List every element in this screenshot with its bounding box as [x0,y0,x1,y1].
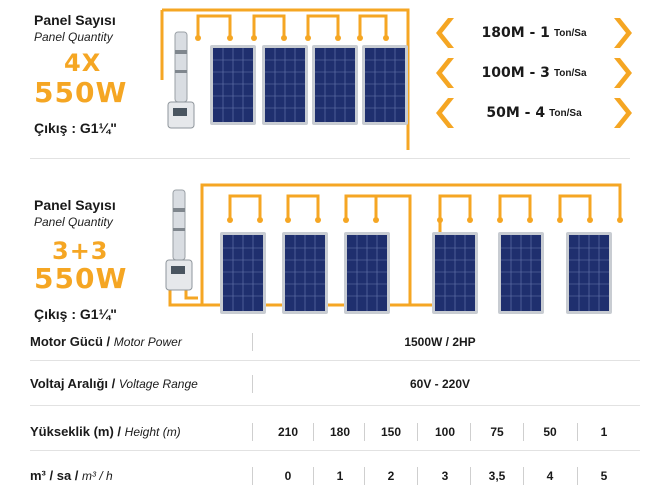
height-value: 1 [600,425,608,439]
submersible-pump-icon [165,189,193,291]
flow-rate-label: m³ / sa / m³ / h [30,468,113,483]
solar-panel-icon [344,232,390,314]
column-separator [252,375,253,393]
row-divider [30,360,640,361]
column-separator [523,467,524,485]
flow-badge-unit: Ton/Sa [553,27,587,39]
flow-badge-head: 100M - 3 [481,65,550,81]
solar-panel-icon [312,45,358,125]
column-separator [417,423,418,441]
flow-value: 3 [441,469,449,483]
column-separator [470,467,471,485]
column-separator [364,467,365,485]
flow-badge-head: 180M - 1 [481,25,550,41]
chevron-left-icon [436,98,454,128]
chevron-right-icon [614,98,632,128]
bottom-panel-power: 550W [34,262,128,295]
chevron-left-icon [436,18,454,48]
column-separator [313,423,314,441]
motor-power-value: 1500W / 2HP [404,335,476,349]
column-separator [252,333,253,351]
height-value: 100 [434,425,456,439]
solar-panel-icon [566,232,612,314]
chevron-right-icon [614,18,632,48]
bottom-panel-count: 3+3 [52,237,109,265]
flow-value: 3,5 [488,469,506,483]
top-panel-count-title: Panel Sayısı [34,12,116,28]
solar-panel-icon [262,45,308,125]
top-outlet-size: Çıkış : G1¼" [34,120,117,136]
voltage-range-label: Voltaj Aralığı / Voltage Range [30,376,198,391]
column-separator [470,423,471,441]
row-divider [30,405,640,406]
flow-badge-head: 50M - 4 [486,105,546,121]
height-value: 50 [543,425,557,439]
row-divider [30,450,640,451]
top-panel-count: 4X [64,49,102,77]
height-label: Yükseklik (m) / Height (m) [30,424,181,439]
chevron-right-icon [614,58,632,88]
solar-panel-icon [210,45,256,125]
motor-power-label: Motor Gücü / Motor Power [30,334,182,349]
column-separator [577,423,578,441]
column-separator [252,467,253,485]
column-separator [577,467,578,485]
section-divider [30,158,630,159]
solar-panel-icon [220,232,266,314]
top-panel-quantity-subtitle: Panel Quantity [34,30,113,44]
bottom-panel-quantity-subtitle: Panel Quantity [34,215,113,229]
solar-panel-icon [432,232,478,314]
voltage-range-value: 60V - 220V [409,377,471,391]
flow-value: 1 [336,469,344,483]
column-separator [252,423,253,441]
column-separator [364,423,365,441]
flow-value: 4 [546,469,554,483]
flow-value: 0 [284,469,292,483]
flow-value: 2 [387,469,395,483]
bottom-outlet-size: Çıkış : G1¼" [34,306,117,322]
flow-badge-unit: Ton/Sa [549,107,582,119]
submersible-pump-icon [167,31,195,129]
height-value: 180 [329,425,351,439]
height-value: 150 [380,425,402,439]
bottom-panel-count-title: Panel Sayısı [34,197,116,213]
top-wiring-diagram [160,8,410,150]
chevron-left-icon [436,58,454,88]
solar-panel-icon [282,232,328,314]
top-panel-power: 550W [34,76,128,109]
column-separator [313,467,314,485]
height-value: 210 [277,425,299,439]
solar-panel-icon [498,232,544,314]
height-value: 75 [490,425,504,439]
flow-badge-unit: Ton/Sa [553,67,587,79]
solar-panel-icon [362,45,408,125]
column-separator [417,467,418,485]
column-separator [523,423,524,441]
flow-value: 5 [600,469,608,483]
